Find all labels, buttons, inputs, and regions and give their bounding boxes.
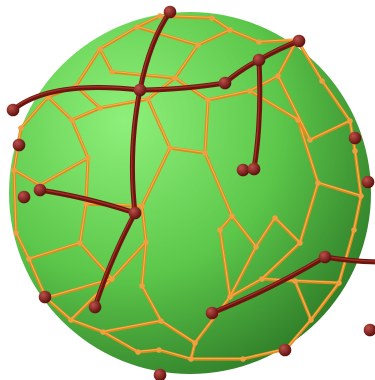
cage-node — [13, 230, 19, 236]
cage-node — [351, 227, 357, 233]
cage-node — [68, 317, 74, 323]
cage-node — [145, 96, 151, 102]
chain-bead — [253, 54, 266, 67]
cage-node — [69, 117, 75, 123]
cage-node — [308, 317, 314, 323]
cage-node — [134, 24, 140, 30]
cage-node — [259, 276, 265, 282]
chain-bead — [206, 307, 219, 320]
cage-node — [202, 150, 208, 156]
cage-node — [227, 294, 233, 300]
chain-bead — [7, 104, 20, 117]
cage-node — [143, 239, 149, 245]
cage-node — [275, 73, 281, 79]
cage-node — [352, 148, 358, 154]
cage-node — [167, 145, 173, 151]
cage-node — [297, 240, 303, 246]
cage-node — [217, 227, 223, 233]
cage-node — [100, 329, 106, 335]
cage-node — [256, 39, 262, 45]
chain-bead — [279, 344, 292, 357]
chain-bead — [248, 163, 261, 176]
cage-node — [11, 167, 17, 173]
cage-node — [227, 27, 233, 33]
cage-node — [85, 155, 91, 161]
chain-bead — [219, 77, 232, 90]
chain-bead — [129, 207, 142, 220]
chain-bead — [34, 184, 47, 197]
cage-node — [209, 15, 215, 21]
cage-node — [158, 318, 164, 324]
cage-node — [18, 125, 24, 131]
chain-bead — [293, 35, 306, 48]
cage-node — [358, 193, 364, 199]
cage-node — [109, 276, 115, 282]
cage-node — [26, 256, 32, 262]
cage-node — [292, 278, 298, 284]
cage-node — [229, 213, 235, 219]
cage-node — [347, 118, 353, 124]
cage-node — [336, 280, 342, 286]
chain-bead — [164, 6, 177, 19]
cage-node — [97, 105, 103, 111]
chain-bead — [39, 291, 52, 304]
chain-bead — [134, 84, 147, 97]
cage-node — [139, 203, 145, 209]
cage-node — [240, 356, 246, 362]
cage-node — [77, 240, 83, 246]
cage-node — [307, 137, 313, 143]
chain-bead — [13, 139, 26, 152]
cage-node — [195, 42, 201, 48]
cage-node — [139, 283, 145, 289]
chain-bead — [18, 191, 31, 204]
cage-node — [109, 69, 115, 75]
chain-bead — [89, 301, 102, 314]
cage-node — [192, 340, 198, 346]
chain-bead — [364, 324, 375, 337]
cage-node — [205, 97, 211, 103]
cage-node — [295, 117, 301, 123]
cage-node — [157, 13, 163, 19]
chain-bead — [349, 132, 362, 145]
cage-node — [135, 349, 141, 355]
cage-node — [97, 46, 103, 52]
cage-node — [172, 75, 178, 81]
cage-node — [272, 215, 278, 221]
cage-node — [319, 78, 325, 84]
chain-bead — [319, 251, 332, 264]
cage-node — [315, 180, 321, 186]
cage-node — [156, 347, 162, 353]
chain-bead — [362, 176, 375, 189]
chain-bead — [237, 164, 250, 177]
cage-node — [253, 244, 259, 250]
cage-node — [247, 88, 253, 94]
cage-node — [188, 356, 194, 362]
